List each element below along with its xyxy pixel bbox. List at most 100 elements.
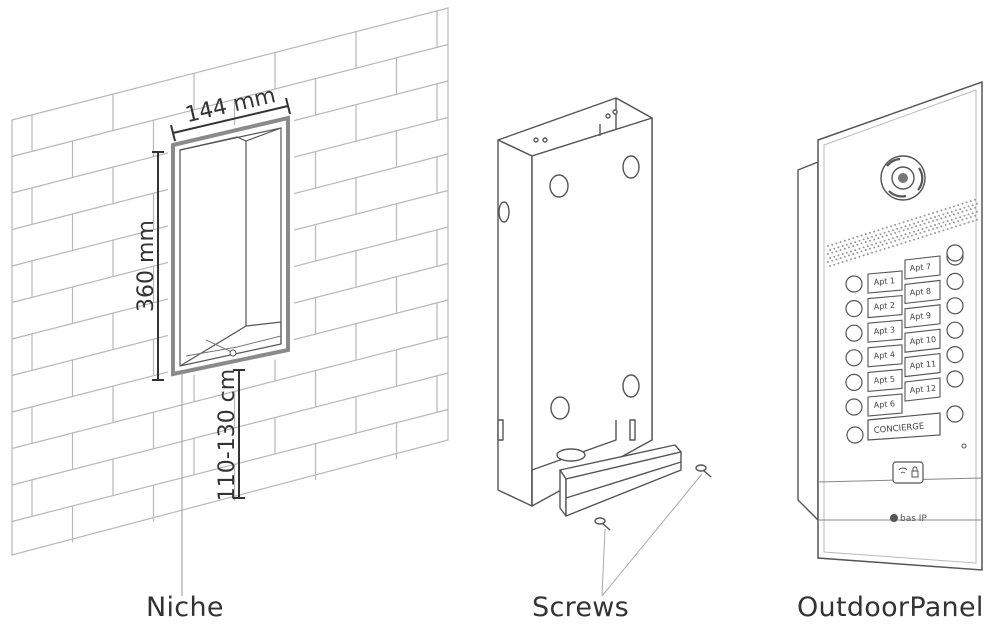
grille-hole xyxy=(902,237,905,240)
grille-hole xyxy=(976,202,978,205)
grille-hole xyxy=(831,243,834,246)
grille-hole xyxy=(852,237,855,240)
grille-hole xyxy=(845,243,848,246)
grille-hole xyxy=(934,216,936,218)
apartment-label-plate xyxy=(904,352,941,378)
grille-hole xyxy=(950,218,953,221)
grille-hole xyxy=(881,235,884,238)
grille-hole xyxy=(875,242,878,245)
grille-hole xyxy=(837,246,840,249)
grille-hole xyxy=(955,209,957,212)
dim-mount-height-label: 110-130 cm xyxy=(215,369,240,501)
grille-hole xyxy=(885,234,888,237)
grille-hole xyxy=(961,218,964,221)
grille-hole xyxy=(858,247,861,250)
grille-hole xyxy=(967,205,970,208)
grille-hole xyxy=(860,242,863,245)
grille-hole xyxy=(866,237,869,240)
grille-hole xyxy=(953,213,955,216)
grille-hole xyxy=(850,250,852,253)
grille-hole xyxy=(932,212,934,214)
grille-hole xyxy=(827,245,829,247)
grille-hole xyxy=(892,237,894,240)
grille-hole xyxy=(856,243,859,246)
grille-hole xyxy=(890,233,892,236)
caption-niche: Niche xyxy=(146,592,224,623)
grille-hole xyxy=(961,202,964,205)
grille-hole xyxy=(864,249,867,252)
grille-hole xyxy=(923,222,926,225)
indicator-led xyxy=(961,443,967,449)
grille-hole xyxy=(965,217,968,220)
grille-hole xyxy=(957,204,960,207)
round-call-button xyxy=(845,398,863,416)
grille-hole xyxy=(944,208,947,210)
apartment-label-plate xyxy=(904,377,941,402)
screw-1 xyxy=(594,517,611,531)
grille-hole xyxy=(898,230,901,233)
grille-hole xyxy=(902,229,905,232)
grille-hole xyxy=(948,222,951,225)
grille-hole xyxy=(864,233,867,236)
apartment-label-plate xyxy=(867,270,903,294)
grille-hole xyxy=(877,245,880,248)
grille-hole xyxy=(923,230,926,233)
grille-hole xyxy=(911,218,913,221)
grille-hole xyxy=(835,258,838,261)
grille-hole xyxy=(938,222,941,225)
grille-hole xyxy=(829,257,831,259)
apartment-label-plate xyxy=(867,393,903,417)
grille-hole xyxy=(927,213,930,216)
grille-hole xyxy=(950,210,953,213)
grille-hole xyxy=(827,253,829,255)
apartment-label-plate xyxy=(867,294,903,319)
grille-hole xyxy=(963,222,966,225)
grille-hole xyxy=(904,225,907,228)
round-call-button xyxy=(946,370,964,388)
grille-hole xyxy=(871,235,873,238)
apartment-label: Apt 9 xyxy=(909,311,931,322)
grille-hole xyxy=(885,226,888,229)
apartment-label: Apt 2 xyxy=(873,301,895,312)
grille-hole xyxy=(898,222,901,225)
grille-hole xyxy=(894,231,897,234)
round-call-button xyxy=(946,321,964,339)
grille-hole xyxy=(925,218,928,221)
grille-hole xyxy=(965,209,968,212)
grille-hole xyxy=(862,246,865,249)
round-call-button xyxy=(845,275,863,293)
grille-hole xyxy=(845,259,848,262)
round-call-button xyxy=(946,272,964,290)
grille-hole xyxy=(831,251,834,254)
grille-hole xyxy=(875,234,878,237)
grille-hole xyxy=(856,251,859,254)
grille-hole xyxy=(885,242,888,245)
apartment-label-plate xyxy=(867,344,903,368)
grille-hole xyxy=(974,214,976,217)
grille-hole xyxy=(879,233,882,236)
grille-hole xyxy=(848,254,850,257)
grille-hole xyxy=(971,212,974,215)
grille-hole xyxy=(963,214,966,217)
apartment-label: Apt 11 xyxy=(909,359,936,370)
grille-hole xyxy=(908,223,911,226)
grille-hole xyxy=(913,238,915,241)
grille-hole xyxy=(841,253,844,255)
screw-2 xyxy=(695,464,712,478)
grille-hole xyxy=(976,210,978,213)
grille-hole xyxy=(934,224,936,226)
grille-hole xyxy=(890,225,892,228)
grille-hole xyxy=(936,210,939,213)
grille-hole xyxy=(938,230,941,233)
grille-hole xyxy=(908,239,911,242)
grille-hole xyxy=(906,227,909,230)
cable-hole xyxy=(229,349,237,357)
grille-hole xyxy=(927,221,930,224)
grille-hole xyxy=(911,226,913,229)
grille-hole xyxy=(887,238,890,241)
grille-hole xyxy=(953,205,955,208)
grille-hole xyxy=(881,227,884,230)
niche-opening xyxy=(179,127,282,367)
